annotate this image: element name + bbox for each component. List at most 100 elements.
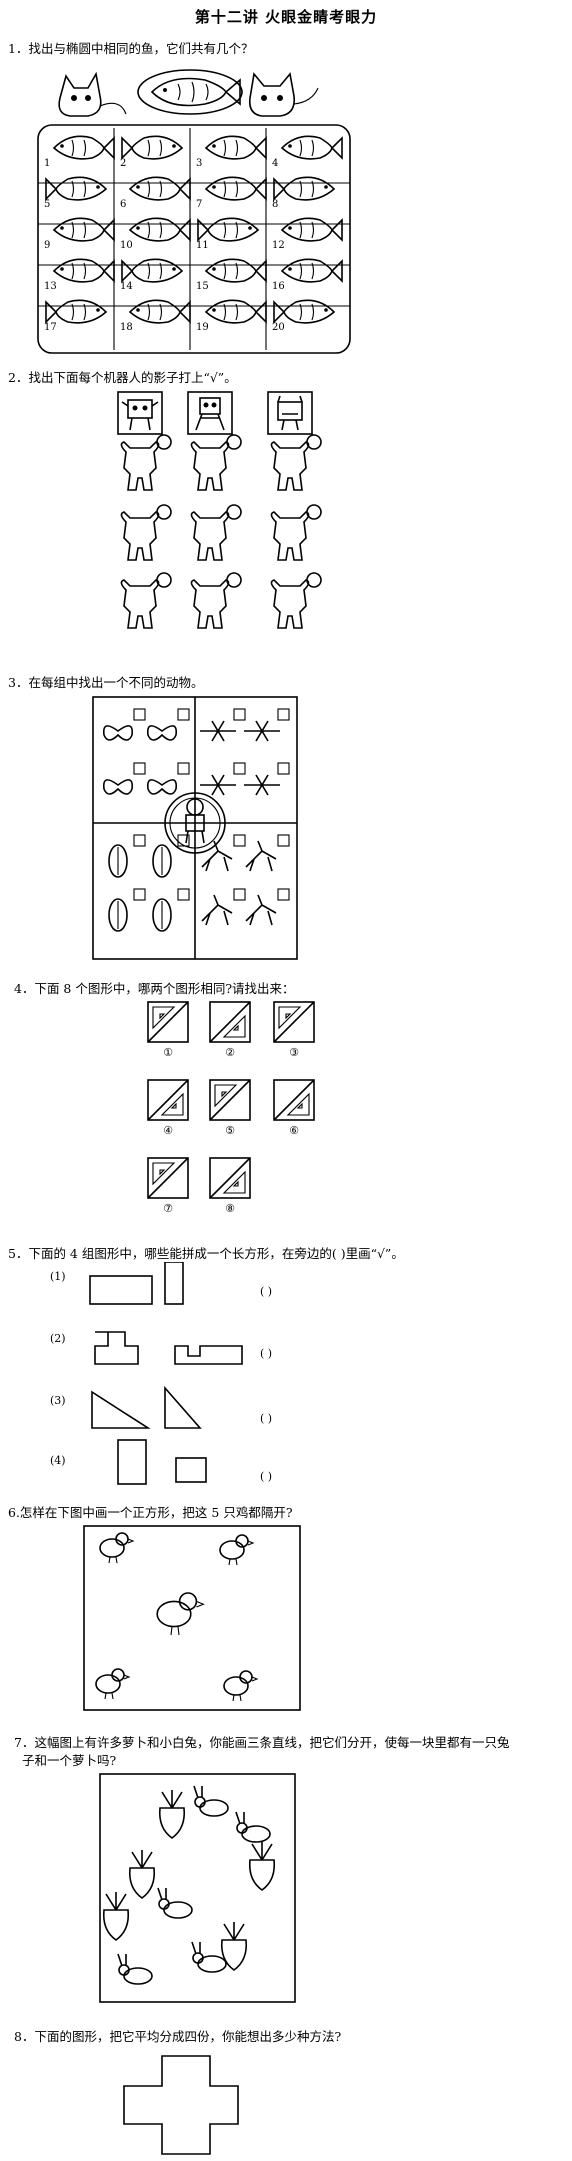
chick-icon (99, 1532, 135, 1564)
rabbit-icon (193, 1785, 229, 1817)
cross-shape (123, 2055, 239, 2155)
fish-icon: 15 (196, 258, 267, 292)
rooster-icon (156, 1592, 205, 1636)
fish-icon: 17 (44, 299, 108, 333)
q5-group-2-label: (2) (50, 1332, 66, 1345)
fish-icon: 14 (120, 258, 184, 292)
q5-answer-paren-4[interactable]: ( ) (260, 1470, 273, 1483)
answer-box[interactable] (133, 888, 146, 901)
question-6-text: 6.怎样在下图中画一个正方形，把这 5 只鸡都隔开? (8, 1505, 293, 1520)
answer-box[interactable] (233, 834, 246, 847)
answer-circle[interactable] (306, 504, 322, 520)
radish-icon (158, 1790, 186, 1839)
answer-box[interactable] (277, 708, 290, 721)
figure-label: ⑧ (225, 1202, 235, 1215)
target-fish-icon (150, 77, 241, 107)
question-7-line-2: 子和一个萝卜吗? (22, 1753, 117, 1768)
answer-box[interactable] (233, 888, 246, 901)
fish-icon: 3 (196, 135, 267, 169)
question-2-figure (117, 391, 322, 629)
fish-icon: 12 (272, 217, 343, 251)
figure-label: ③ (289, 1046, 299, 1059)
chick-icon (223, 1670, 259, 1702)
cat-left-icon (58, 71, 127, 117)
answer-circle[interactable] (306, 434, 322, 450)
question-6-figure (83, 1525, 301, 1711)
radish-icon (128, 1850, 156, 1899)
chick-icon (219, 1534, 255, 1566)
q5-answer-paren-2[interactable]: ( ) (260, 1347, 273, 1360)
fish-number: 20 (272, 322, 285, 333)
fish-number: 19 (196, 322, 209, 333)
question-1-text: 1．找出与椭圆中相同的鱼，它们共有几个？ (8, 41, 254, 56)
answer-box[interactable] (133, 834, 146, 847)
rabbit-icon (117, 1953, 153, 1985)
answer-circle[interactable] (306, 572, 322, 588)
question-5-text: 5．下面的 4 组图形中，哪些能拼成一个长方形，在旁边的( )里画“√”。 (8, 1246, 404, 1261)
fish-number: 14 (120, 281, 133, 292)
radish-icon (102, 1892, 130, 1941)
robot-shadow-icon (270, 579, 310, 629)
answer-box[interactable] (177, 834, 190, 847)
q5-answer-paren-1[interactable]: ( ) (260, 1285, 273, 1298)
answer-box[interactable] (277, 888, 290, 901)
fish-number: 4 (272, 158, 278, 169)
robot-shadow-icon (120, 511, 160, 561)
robot-shadow-icon (270, 441, 310, 491)
answer-circle[interactable] (156, 434, 172, 450)
answer-box[interactable] (133, 708, 146, 721)
fish-icon: 2 (120, 135, 184, 169)
robot-2-icon (187, 391, 233, 435)
answer-box[interactable] (277, 762, 290, 775)
question-2-text: 2．找出下面每个机器人的影子打上“√”。 (8, 370, 237, 385)
fish-grid-frame (37, 124, 351, 354)
fish-icon: 8 (272, 176, 336, 210)
answer-circle[interactable] (226, 434, 242, 450)
answer-box[interactable] (133, 762, 146, 775)
answer-circle[interactable] (226, 572, 242, 588)
square-figure: ⑤ (209, 1079, 251, 1137)
square-figure: ② (209, 1001, 251, 1059)
fish-icon: 11 (196, 217, 260, 251)
robot-shadow-icon (120, 579, 160, 629)
answer-box[interactable] (177, 888, 190, 901)
question-3-figure (92, 696, 298, 960)
butterfly-icon (146, 779, 178, 795)
answer-circle[interactable] (156, 504, 172, 520)
radish-icon (220, 1922, 248, 1971)
fish-number: 5 (44, 199, 50, 210)
robot-shadow-icon (120, 441, 160, 491)
rabbit-icon (157, 1887, 193, 1919)
fish-icon: 6 (120, 176, 191, 210)
answer-box[interactable] (177, 708, 190, 721)
answer-circle[interactable] (156, 572, 172, 588)
fish-number: 6 (120, 199, 126, 210)
robot-shadow-icon (190, 511, 230, 561)
question-4-text: 4．下面 8 个图形中，哪两个图形相同?请找出来： (14, 981, 295, 996)
robot-shadow-icon (270, 511, 310, 561)
fish-number: 2 (120, 158, 126, 169)
answer-box[interactable] (177, 762, 190, 775)
answer-circle[interactable] (226, 504, 242, 520)
fish-icon: 10 (120, 217, 191, 251)
fish-number: 16 (272, 281, 285, 292)
fish-icon: 9 (44, 217, 115, 251)
chick-frame (83, 1525, 301, 1711)
q5-group-3-label: (3) (50, 1394, 66, 1407)
square-figure: ① (147, 1001, 189, 1059)
q5-group-4-shapes (117, 1439, 207, 1485)
q5-answer-paren-3[interactable]: ( ) (260, 1412, 273, 1425)
fish-number: 7 (196, 199, 202, 210)
answer-box[interactable] (233, 708, 246, 721)
answer-box[interactable] (233, 762, 246, 775)
square-figure: ⑧ (209, 1157, 251, 1215)
cat-right-icon (248, 72, 319, 117)
fish-number: 13 (44, 281, 57, 292)
cicada-icon (152, 844, 172, 878)
figure-label: ⑥ (289, 1124, 299, 1137)
answer-box[interactable] (277, 834, 290, 847)
fish-icon: 5 (44, 176, 108, 210)
fish-number: 18 (120, 322, 133, 333)
fish-number: 11 (196, 240, 209, 251)
fish-number: 3 (196, 158, 202, 169)
